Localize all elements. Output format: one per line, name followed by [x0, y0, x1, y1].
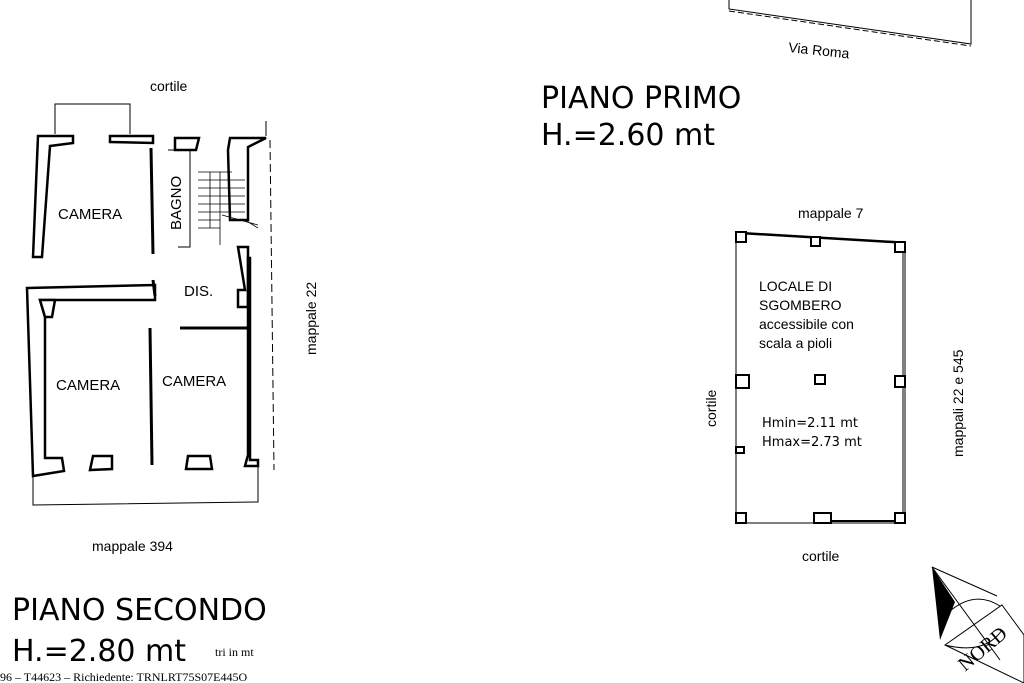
- hmax-label: Hmax=2.73 mt: [762, 435, 862, 450]
- room-bagno: BAGNO: [168, 176, 185, 230]
- room-camera-1: CAMERA: [58, 206, 122, 223]
- room-dis: DIS.: [184, 283, 213, 300]
- piano-secondo-north-label: cortile: [150, 78, 188, 94]
- street-label: Via Roma: [788, 39, 851, 61]
- footer-reference: 96 – T44623 – Richiedente: TRNLRT75S07E4…: [0, 670, 247, 683]
- locale-sgombero-plan: [735, 231, 906, 524]
- piano-secondo-height: H.=2.80 mt: [12, 634, 186, 669]
- piano-primo-height: H.=2.60 mt: [541, 118, 715, 153]
- piano-primo-title: PIANO PRIMO: [541, 81, 741, 116]
- north-compass-icon: NORD: [931, 566, 1024, 683]
- room-label-line4: scala a pioli: [759, 335, 832, 351]
- room-camera-3: CAMERA: [162, 373, 226, 390]
- footer-note: tri in mt: [215, 645, 254, 659]
- hmin-label: Hmin=2.11 mt: [762, 416, 858, 431]
- via-roma-building-outline: [728, 0, 972, 47]
- piano-secondo-south-label: mappale 394: [92, 538, 173, 554]
- piano-secondo-plan: [25, 103, 275, 506]
- piano-primo-north-label: mappale 7: [798, 205, 864, 221]
- room-label-line1: LOCALE DI: [759, 278, 832, 294]
- piano-secondo-title: PIANO SECONDO: [12, 593, 267, 628]
- piano-primo-east-label: mappali 22 e 545: [950, 349, 966, 457]
- compass-label: NORD: [954, 623, 1012, 676]
- piano-primo-south-label: cortile: [802, 548, 840, 564]
- room-camera-2: CAMERA: [56, 377, 120, 394]
- piano-secondo-east-label: mappale 22: [303, 282, 319, 355]
- piano-primo-west-label: cortile: [703, 389, 719, 427]
- room-label-line2: SGOMBERO: [759, 297, 842, 313]
- room-label-line3: accessibile con: [759, 316, 854, 332]
